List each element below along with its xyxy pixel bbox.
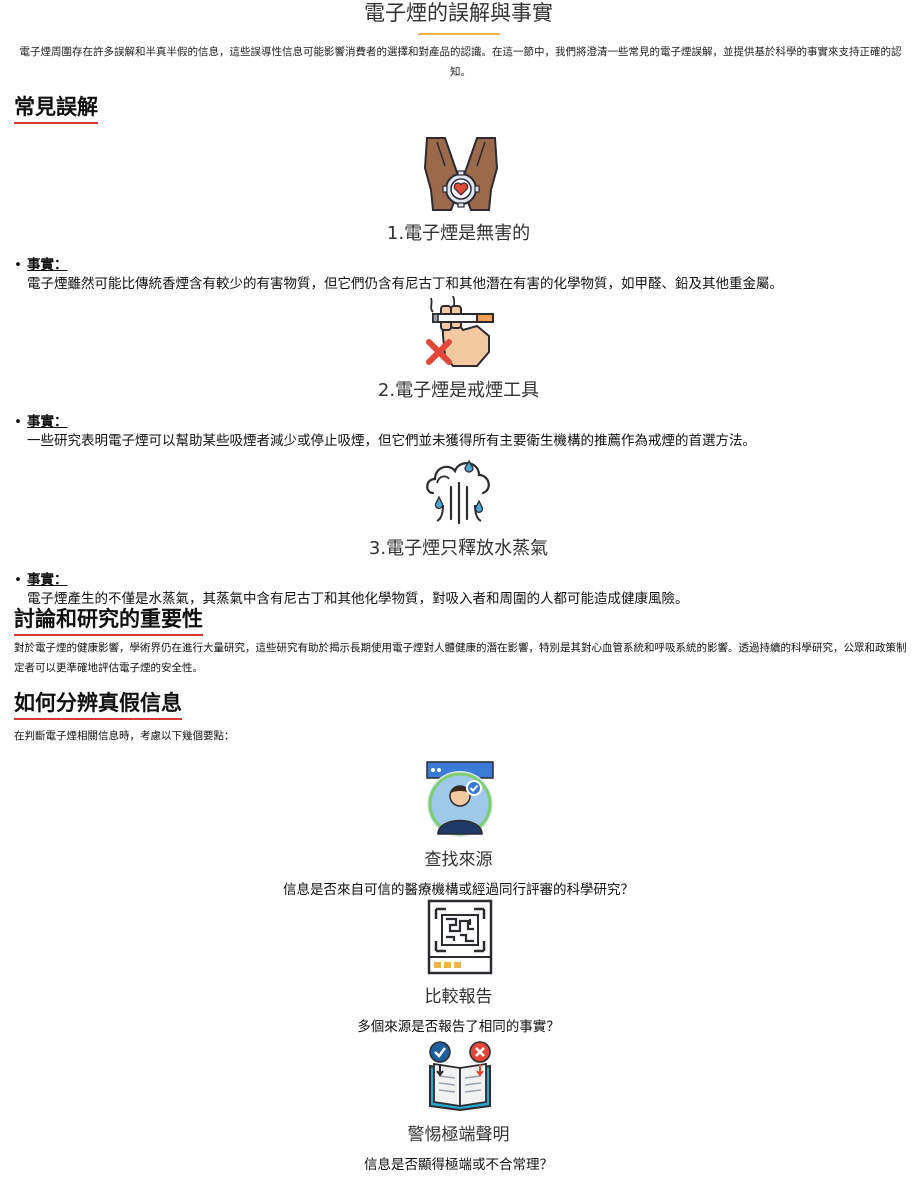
tip-1-desc: 信息是否來自可信的醫療機構或經過同行評審的科學研究？ (283, 882, 634, 898)
verified-profile-icon (426, 761, 494, 837)
fact-label: 事實： (27, 414, 68, 430)
book-check-cross-icon (429, 1041, 491, 1112)
verify-intro: 在判斷電子煙相關信息時，考慮以下幾個要點： (14, 730, 235, 742)
bullet-icon: • (14, 257, 22, 273)
bullet-icon: • (14, 414, 22, 430)
tip-2-desc: 多個來源是否報告了相同的事實？ (357, 1019, 560, 1035)
myth-2-title: 2.電子煙是戒煙工具 (377, 380, 540, 401)
no-cigarette-hand-icon (426, 296, 494, 367)
research-paragraph: 對於電子煙的健康影響，學術界仍在進行大量研究，這些研究有助於揭示長期使用電子煙對… (14, 642, 907, 674)
myth-3-title: 3.電子煙只釋放水蒸氣 (368, 538, 549, 559)
tip-3-title: 警惕極端聲明 (407, 1125, 510, 1145)
bullet-icon: • (14, 572, 22, 588)
title-divider (418, 33, 500, 35)
fact-text: 一些研究表明電子煙可以幫助某些吸煙者減少或停止吸煙，但它們並未獲得所有主要衛生機… (27, 433, 756, 449)
tip-1-title: 查找來源 (424, 850, 493, 870)
vapor-cloud-icon (426, 459, 490, 525)
fact-label: 事實： (27, 572, 68, 588)
fact-text: 電子煙雖然可能比傳統香煙含有較少的有害物質，但它們仍含有尼古丁和其他潛在有害的化… (27, 276, 783, 292)
myth-1-title: 1.電子煙是無害的 (386, 223, 531, 244)
tip-2-title: 比較報告 (424, 987, 493, 1007)
qr-code-report-icon (427, 899, 493, 975)
fact-text: 電子煙產生的不僅是水蒸氣，其蒸氣中含有尼古丁和其他化學物質，對吸入者和周圍的人都… (27, 591, 689, 607)
tip-3-desc: 信息是否顯得極端或不合常理？ (364, 1157, 553, 1173)
intro-paragraph: 電子煙周圍存在許多誤解和半真半假的信息，這些誤導性信息可能影響消費者的選擇和對產… (19, 46, 902, 78)
page-title: 電子煙的誤解與事實 (364, 1, 553, 25)
hands-heart-gear-icon (423, 137, 499, 211)
fact-label: 事實： (27, 257, 68, 273)
myths-heading: 常見誤解 (14, 94, 98, 124)
verify-heading: 如何分辨真假信息 (14, 690, 182, 720)
research-heading: 討論和研究的重要性 (14, 606, 203, 636)
